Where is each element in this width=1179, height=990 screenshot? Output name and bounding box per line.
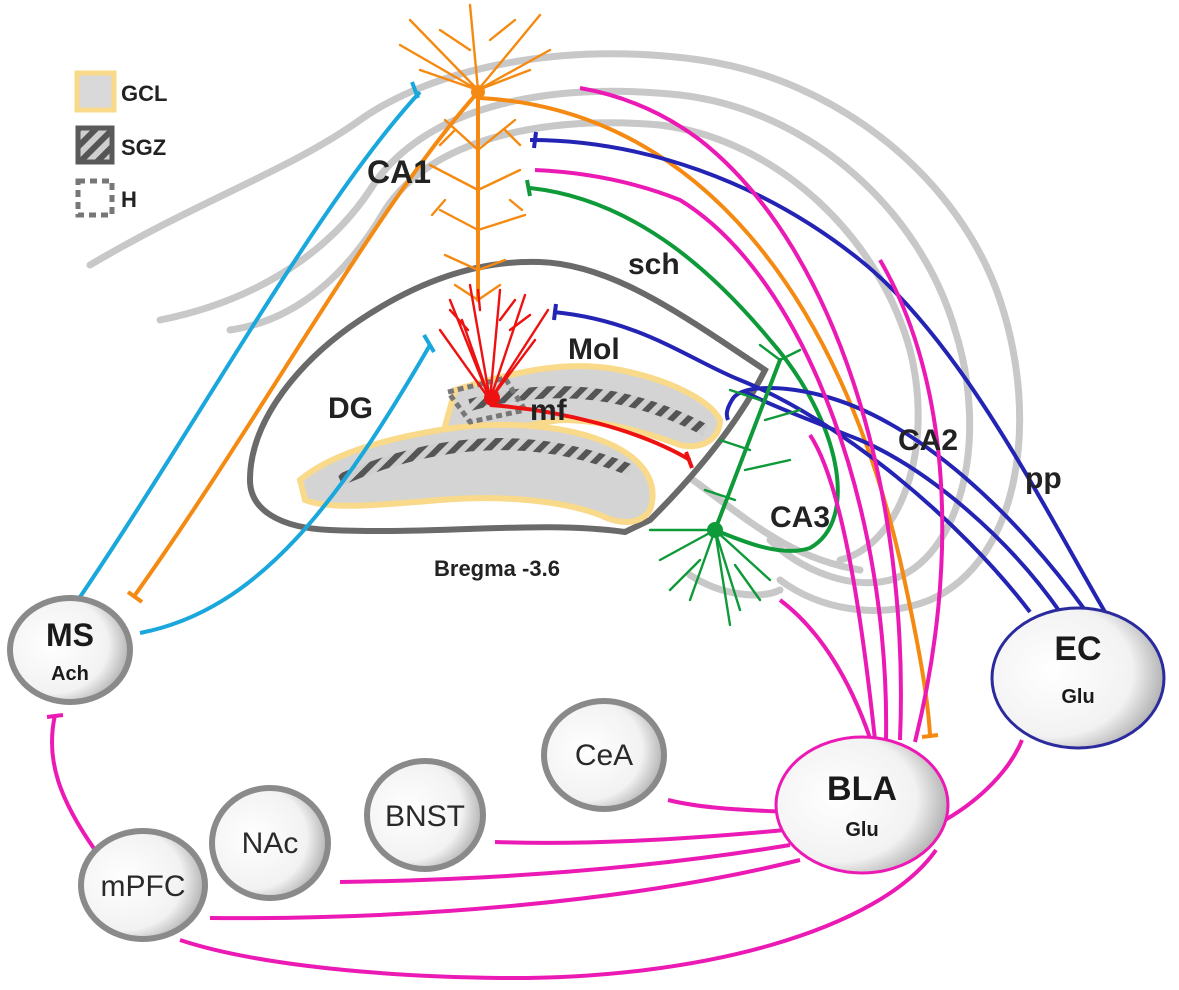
legend-gcl-label: GCL (121, 81, 167, 106)
bla-to-ec-fiber (944, 739, 1024, 822)
ms-transmitter: Ach (51, 663, 89, 685)
dg-soma (484, 390, 500, 406)
bla-to-ca3-fiber (808, 433, 877, 741)
ca1-projections (126, 88, 939, 739)
bla-to-mpfc-fiber (209, 858, 801, 921)
bla-node: BLA Glu (774, 735, 950, 875)
cea-name: CeA (575, 739, 633, 772)
bla-to-nac-fiber (339, 843, 791, 884)
ca1-neuron (398, 3, 552, 302)
bla-to-ca2-fiber (878, 258, 945, 743)
legend-sgz-swatch (75, 125, 115, 165)
bla-projections (46, 86, 1024, 981)
sgz-lower (337, 438, 633, 486)
nac-name: NAc (242, 827, 299, 860)
ec-node: EC Glu (990, 606, 1166, 750)
pp-to-ca1-fiber (529, 138, 1107, 614)
sch-projection (525, 179, 840, 553)
legend: GCL SGZ H (74, 70, 167, 218)
hilus (443, 375, 530, 425)
ms-to-ca1-fiber (76, 90, 422, 602)
legend-gcl-swatch (74, 70, 117, 113)
nac-node: NAc (209, 785, 331, 901)
bla-to-cea-fiber (667, 798, 791, 814)
ms-node: MS Ach (7, 595, 133, 705)
mf-projection (489, 403, 694, 469)
ca3-label: CA3 (770, 501, 830, 534)
mpfc-to-bla-fiber (179, 848, 938, 981)
bnst-name: BNST (385, 800, 465, 833)
legend-sgz-label: SGZ (121, 135, 166, 160)
mpfc-to-ms-fiber (50, 714, 97, 852)
ca3-soma (707, 522, 723, 538)
bla-to-bnst-fiber (494, 828, 786, 845)
bla-to-ca1-fiber-a (579, 86, 903, 741)
mf-label: mf (530, 394, 568, 427)
dg-label: DG (328, 392, 373, 425)
pp-to-ca3-fiber-a (724, 386, 1087, 612)
ms-projections (76, 81, 436, 635)
ms-to-dg-fiber (139, 343, 432, 635)
pp-label: pp (1025, 462, 1062, 495)
mol-label: Mol (568, 333, 620, 366)
bnst-node: BNST (364, 758, 486, 872)
sch-fiber (529, 186, 840, 553)
ec-transmitter: Glu (1061, 686, 1094, 708)
dg-neuron (438, 283, 550, 402)
mpfc-node: mPFC (78, 828, 208, 942)
ca1-soma (471, 85, 485, 99)
mpfc-name: mPFC (101, 870, 186, 903)
ca1-to-bla-fiber (479, 96, 932, 736)
ca1-to-ms-fiber (133, 88, 482, 597)
cea-node: CeA (541, 698, 667, 812)
bregma-label: Bregma -3.6 (434, 556, 560, 581)
legend-h-swatch (75, 178, 115, 218)
legend-h-label: H (121, 187, 137, 212)
sch-label: sch (628, 248, 680, 281)
ca3-neuron (648, 343, 802, 627)
ec-name: EC (1054, 630, 1101, 668)
ec-projections (529, 131, 1107, 614)
mf-fiber (489, 403, 692, 462)
bla-name: BLA (827, 770, 897, 808)
ca2-label: CA2 (898, 424, 958, 457)
bla-to-ca3-soma-fiber (778, 598, 872, 739)
bla-to-ca1-fiber-b (534, 168, 889, 741)
bla-transmitter: Glu (845, 819, 878, 841)
ms-name: MS (46, 617, 94, 653)
ca1-label: CA1 (367, 154, 431, 190)
